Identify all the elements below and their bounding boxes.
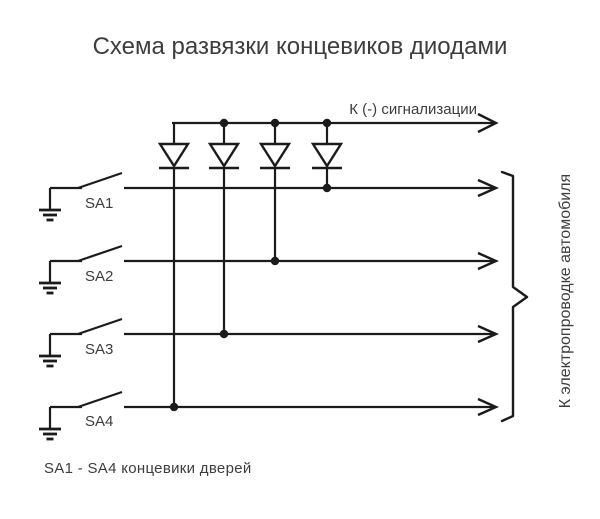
arrow-right-icon [477,178,499,198]
switch-label-sa4: SA4 [85,413,114,430]
switch-sa1 [39,171,499,222]
switch-blade [77,244,123,263]
bus-label: К (-) сигнализации [349,101,477,118]
arrow-right-icon [477,397,499,417]
diode-icon [258,122,292,261]
ground-icon [39,188,61,222]
switch-blade [77,171,123,190]
ground-icon [39,261,61,295]
switch-sa4 [39,390,499,441]
switch-blade [77,317,123,336]
switch-label-sa1: SA1 [85,195,114,212]
junction-dot [219,329,229,339]
junction-dot [219,118,229,128]
junction-dot [169,402,179,412]
diagram-title: Схема развязки концевиков диодами [92,33,508,60]
arrow-right-icon [477,324,499,344]
switch-label-sa3: SA3 [85,341,114,358]
junction-dot [270,256,280,266]
brace-label: К электропроводке автомобиля [557,173,574,409]
junction-dot [322,118,332,128]
legend-note: SA1 - SA4 концевики дверей [44,460,252,477]
ground-icon [39,334,61,368]
diode-icon [207,122,241,334]
switch-label-sa2: SA2 [85,268,114,285]
brace-icon [500,170,529,423]
junction-dot [322,183,332,193]
switch-blade [77,390,123,409]
ground-icon [39,407,61,441]
switch-sa2 [39,244,499,295]
switch-sa3 [39,317,499,368]
arrow-right-icon [477,251,499,271]
diode-icon [310,122,344,188]
arrow-right-icon [477,112,499,134]
junction-dot [270,118,280,128]
diode-icon [157,122,191,407]
